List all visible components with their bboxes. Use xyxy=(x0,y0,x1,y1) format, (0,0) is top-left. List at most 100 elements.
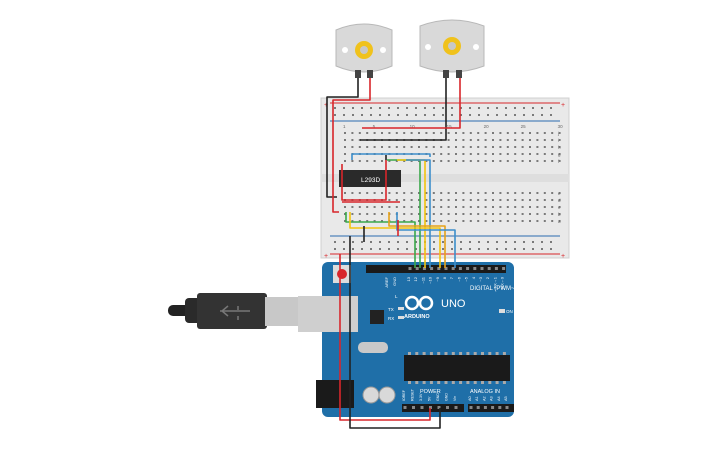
breadboard-hole xyxy=(462,192,465,194)
digital-pin-hole[interactable] xyxy=(451,267,455,270)
chip-pin xyxy=(451,381,455,384)
chip-pin xyxy=(437,352,441,355)
analog-pin-hole[interactable] xyxy=(469,406,473,409)
digital-pin-hole[interactable] xyxy=(408,267,412,270)
chip-pin xyxy=(502,352,506,355)
rail-hole xyxy=(406,241,408,243)
breadboard-hole xyxy=(536,206,539,208)
power-pin-label: GND xyxy=(445,393,449,401)
breadboard-hole xyxy=(462,220,465,222)
tx-label: TX xyxy=(388,307,394,312)
breadboard-hole xyxy=(373,220,376,222)
chip-pin xyxy=(466,352,470,355)
breadboard-hole xyxy=(521,160,524,162)
crystal xyxy=(358,342,388,353)
digital-pin-hole[interactable] xyxy=(466,267,470,270)
power-pin-hole[interactable] xyxy=(446,406,449,409)
rail-hole xyxy=(550,114,552,116)
power-pin-hole[interactable] xyxy=(437,406,441,409)
breadboard-hole xyxy=(418,132,420,134)
digital-pin-hole[interactable] xyxy=(502,267,506,270)
rail-hole xyxy=(451,114,453,116)
breadboard-hole xyxy=(455,206,457,208)
breadboard-hole xyxy=(455,199,457,201)
breadboard-hole xyxy=(551,146,554,148)
rail-hole xyxy=(523,107,525,109)
rail-hole xyxy=(541,248,543,250)
digital-pin-hole[interactable] xyxy=(415,267,419,270)
breadboard-hole xyxy=(492,146,494,148)
usb-connector xyxy=(265,297,300,326)
digital-header xyxy=(366,265,506,273)
breadboard-hole xyxy=(418,206,420,208)
breadboard-hole xyxy=(551,192,554,194)
power-pin-hole[interactable] xyxy=(420,406,424,409)
digital-pin-hole[interactable] xyxy=(437,267,441,270)
rail-hole xyxy=(469,114,471,116)
digital-pin-hole[interactable] xyxy=(422,267,426,270)
rail-hole xyxy=(388,241,390,243)
reset-button-cap[interactable] xyxy=(337,269,347,279)
power-pin-hole[interactable] xyxy=(403,406,407,409)
power-pin-hole[interactable] xyxy=(454,406,458,409)
breadboard-hole xyxy=(506,213,509,215)
breadboard-hole xyxy=(536,139,539,141)
rail-hole xyxy=(541,107,543,109)
breadboard-hole xyxy=(469,220,472,222)
breadboard-hole xyxy=(440,192,443,194)
breadboard-hole xyxy=(543,132,546,134)
rail-hole xyxy=(514,241,516,243)
breadboard-hole xyxy=(425,160,428,162)
analog-pin-hole[interactable] xyxy=(483,406,487,409)
breadboard-hole xyxy=(543,213,546,215)
analog-pin-hole[interactable] xyxy=(491,406,495,409)
digital-pin-hole[interactable] xyxy=(430,267,434,270)
breadboard-hole xyxy=(484,199,487,201)
breadboard-hole xyxy=(351,206,354,208)
power-pin-hole[interactable] xyxy=(429,406,432,409)
rail-hole xyxy=(361,107,363,109)
breadboard-hole xyxy=(499,139,502,141)
digital-pin-hole[interactable] xyxy=(458,267,462,270)
breadboard-hole xyxy=(447,199,450,201)
breadboard-hole xyxy=(418,160,420,162)
breadboard-hole xyxy=(543,199,546,201)
digital-pin-hole[interactable] xyxy=(494,267,498,270)
breadboard-hole xyxy=(469,139,472,141)
analog-pin-hole[interactable] xyxy=(505,406,509,409)
breadboard-hole xyxy=(388,132,391,134)
digital-pin-hole[interactable] xyxy=(444,267,448,270)
wire-orange-bottom xyxy=(388,212,446,268)
analog-pin-hole[interactable] xyxy=(476,406,480,409)
rail-hole xyxy=(361,114,363,116)
analog-pin-label: A5 xyxy=(504,396,508,401)
usb-port xyxy=(298,296,358,332)
power-pin-hole[interactable] xyxy=(412,406,415,409)
digital-pin-hole[interactable] xyxy=(473,267,477,270)
breadboard-hole xyxy=(358,146,361,148)
rail-hole xyxy=(469,241,471,243)
breadboard-hole xyxy=(410,146,413,148)
breadboard-hole xyxy=(388,146,391,148)
analog-pin-label: A4 xyxy=(497,396,501,401)
digital-pin-hole[interactable] xyxy=(480,267,484,270)
breadboard-hole xyxy=(543,153,546,155)
breadboard-hole xyxy=(447,132,450,134)
rail-hole xyxy=(397,107,399,109)
rail-hole xyxy=(523,114,525,116)
chip-pin xyxy=(422,381,426,384)
digital-pin-hole[interactable] xyxy=(487,267,491,270)
rail-hole xyxy=(397,241,399,243)
rail-hole xyxy=(433,107,435,109)
breadboard-hole xyxy=(529,132,531,134)
analog-pin-hole[interactable] xyxy=(498,406,502,409)
rail-hole xyxy=(343,248,345,250)
rail-hole xyxy=(379,248,381,250)
breadboard-hole xyxy=(492,160,494,162)
breadboard-hole xyxy=(514,192,517,194)
breadboard-hole xyxy=(351,139,354,141)
rail-hole xyxy=(514,114,516,116)
capacitor-2 xyxy=(378,386,396,404)
